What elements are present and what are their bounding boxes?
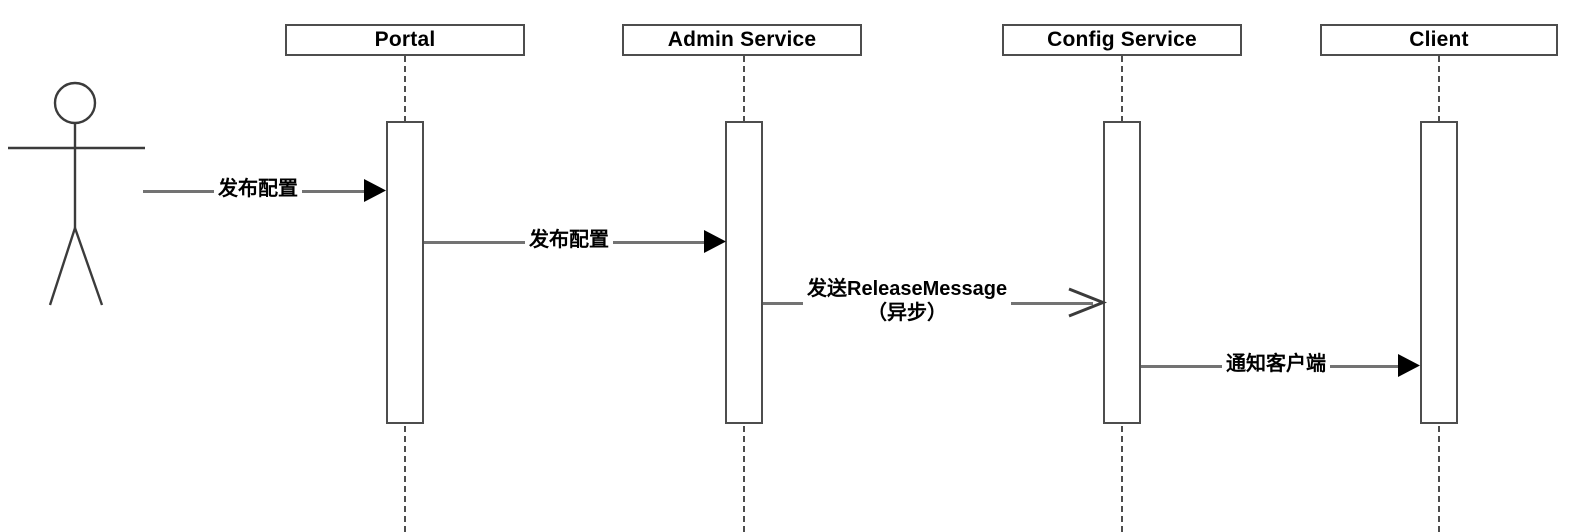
message-label-m1-line1: 发布配置 <box>218 178 298 200</box>
actor-right-leg-line <box>73 227 104 306</box>
message-arrowhead-m4 <box>1398 354 1420 377</box>
actor-left-leg-line <box>48 227 77 306</box>
message-arrowhead-m2 <box>704 230 726 253</box>
message-label-m2: 发布配置 <box>525 229 613 252</box>
actor-stick-figure[interactable] <box>0 60 170 320</box>
participant-label-admin-service: Admin Service <box>667 28 817 51</box>
activation-bar-client <box>1420 121 1458 424</box>
participant-box-client[interactable]: Client <box>1320 24 1558 56</box>
message-arrowhead-m1 <box>364 179 386 202</box>
activation-bar-admin-service <box>725 121 763 424</box>
message-label-m1: 发布配置 <box>214 178 302 201</box>
actor-head-icon <box>53 81 97 125</box>
message-label-m3: 发送ReleaseMessage （异步） <box>803 277 1012 325</box>
participant-label-client: Client <box>1409 28 1469 51</box>
message-label-m4: 通知客户端 <box>1222 353 1330 376</box>
participant-box-portal[interactable]: Portal <box>285 24 525 56</box>
message-label-m2-line1: 发布配置 <box>529 229 609 251</box>
message-label-m3-line1: 发送ReleaseMessage <box>807 278 1008 300</box>
activation-bar-portal <box>386 121 424 424</box>
activation-bar-config-service <box>1103 121 1141 424</box>
participant-box-config-service[interactable]: Config Service <box>1002 24 1242 56</box>
message-label-m3-line2: （异步） <box>867 302 948 324</box>
participant-box-admin-service[interactable]: Admin Service <box>622 24 862 56</box>
message-label-m4-line1: 通知客户端 <box>1226 353 1326 375</box>
message-arrowhead-m3 <box>1068 287 1108 318</box>
participant-label-config-service: Config Service <box>1047 28 1197 51</box>
participant-label-portal: Portal <box>374 28 436 51</box>
